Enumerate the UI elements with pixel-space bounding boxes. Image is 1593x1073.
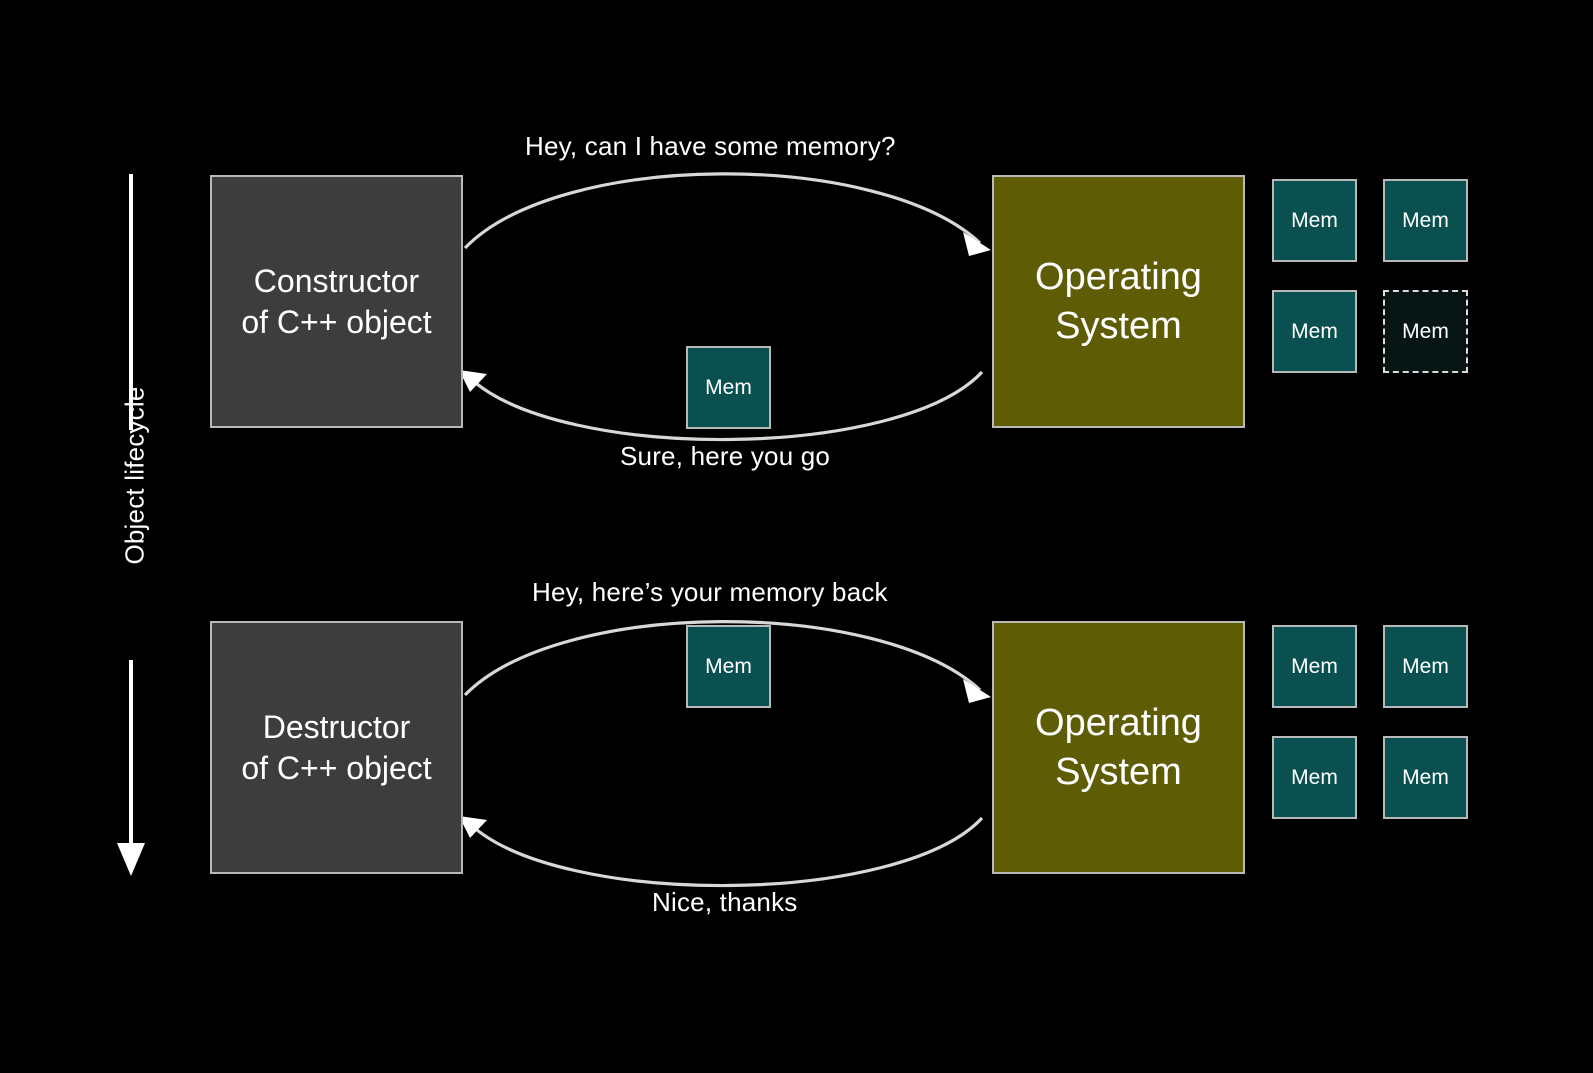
request-arc-construction [463,172,982,250]
memory-chip-label: Mem [1402,208,1449,232]
memory-chip-label: Mem [1402,765,1449,789]
response-label-construction: Sure, here you go [620,441,831,471]
response-arrowhead-construction [459,370,487,392]
memory-pool-chip-4-destruction[interactable]: Mem [1383,736,1468,819]
constructor-line-2: of C++ object [241,303,432,340]
destructor-line-1: Destructor [262,708,411,745]
memory-pool-chip-1-destruction[interactable]: Mem [1272,625,1357,708]
constructor-box[interactable]: Constructor of C++ object [210,175,463,428]
memory-pool-chip-1-construction[interactable]: Mem [1272,179,1357,262]
destructor-box-text: Destructor of C++ object [241,707,431,789]
os-line-1-destruction: Operating [1035,701,1202,744]
destructor-box[interactable]: Destructor of C++ object [210,621,463,874]
os-line-2-destruction: System [1055,750,1182,793]
memory-chip-label: Mem [705,375,752,399]
destructor-line-2: of C++ object [241,749,432,786]
constructor-box-text: Constructor of C++ object [241,261,431,343]
request-label-construction: Hey, can I have some memory? [525,131,896,161]
constructor-line-1: Constructor [253,262,420,299]
memory-pool-chip-4-construction-taken[interactable]: Mem [1383,290,1468,373]
operating-system-text-construction: Operating System [1035,253,1202,350]
memory-chip-in-transit-construction[interactable]: Mem [686,346,771,429]
memory-chip-label: Mem [1291,765,1338,789]
memory-pool-chip-3-destruction[interactable]: Mem [1272,736,1357,819]
request-label-destruction: Hey, here’s your memory back [532,577,888,607]
request-arrowhead-destruction [963,679,991,703]
memory-chip-in-transit-destruction[interactable]: Mem [686,625,771,708]
response-arc-destruction [468,816,984,888]
memory-pool-chip-2-construction[interactable]: Mem [1383,179,1468,262]
memory-chip-label: Mem [1291,208,1338,232]
memory-pool-chip-2-destruction[interactable]: Mem [1383,625,1468,708]
os-line-1-construction: Operating [1035,255,1202,298]
operating-system-box-construction[interactable]: Operating System [992,175,1245,428]
memory-pool-chip-3-construction[interactable]: Mem [1272,290,1357,373]
memory-chip-label: Mem [1402,654,1449,678]
lifecycle-axis: Object lifecycle [104,170,160,880]
lifecycle-axis-label: Object lifecycle [119,386,150,565]
operating-system-box-destruction[interactable]: Operating System [992,621,1245,874]
memory-chip-label: Mem [1291,319,1338,343]
memory-chip-label: Mem [1291,654,1338,678]
request-arrowhead-construction [963,232,991,256]
response-arrowhead-destruction [459,816,487,838]
response-label-destruction: Nice, thanks [652,887,798,917]
memory-chip-label: Mem [705,654,752,678]
os-line-2-construction: System [1055,304,1182,347]
memory-chip-label: Mem [1402,319,1449,343]
operating-system-text-destruction: Operating System [1035,699,1202,796]
